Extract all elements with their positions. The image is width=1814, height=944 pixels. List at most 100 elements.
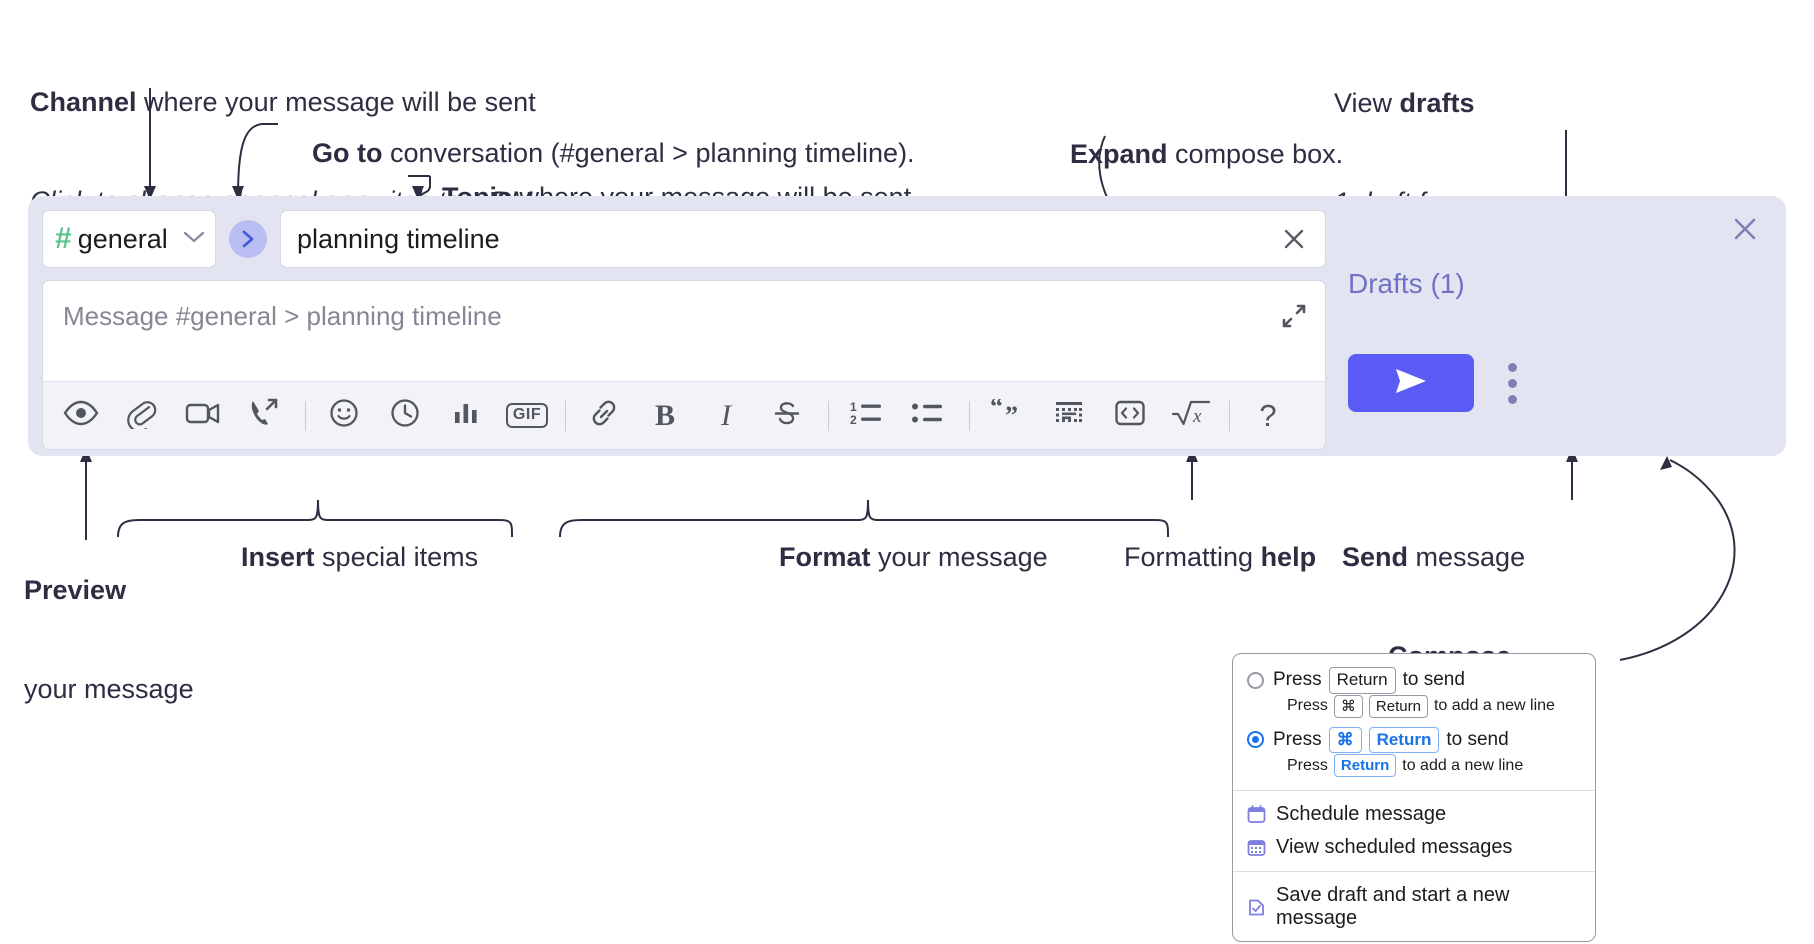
blockquote-button[interactable]: “” — [988, 392, 1028, 436]
bar-chart-icon — [452, 400, 480, 431]
annotation-expand: Expand compose box. — [1040, 105, 1343, 204]
phone-arrow-icon — [248, 397, 280, 434]
code-brackets-icon — [1114, 398, 1146, 433]
send-option-return[interactable]: Press Return to send — [1233, 664, 1595, 695]
menu-item-schedule-message[interactable]: Schedule message — [1233, 798, 1595, 831]
expand-icon[interactable] — [1279, 301, 1309, 336]
key-return: Return — [1368, 726, 1440, 754]
compose-right-column: Drafts (1) — [1326, 196, 1786, 456]
toolbar-divider — [305, 400, 306, 431]
annotation-send-rest: message — [1408, 541, 1526, 572]
annotation-expand-rest: compose box. — [1167, 138, 1344, 169]
annotation-format: Format your message — [749, 508, 1048, 607]
option1-post: to send — [1402, 669, 1465, 691]
video-clip-button[interactable] — [183, 396, 223, 436]
compose-header-row: # general planning timeline — [42, 210, 1326, 268]
video-camera-icon — [185, 400, 221, 431]
key-return: Return — [1333, 754, 1397, 778]
option1-sub-pre: Press — [1287, 697, 1328, 715]
annotation-goto-bold: Go to — [312, 137, 383, 168]
poll-button[interactable] — [446, 396, 486, 436]
option2-pre: Press — [1273, 728, 1322, 750]
annotation-insert-rest: special items — [314, 541, 479, 572]
annotation-help-pre: Formatting — [1124, 541, 1261, 572]
menu-item-label: Save draft and start a new message — [1276, 884, 1510, 930]
send-option-cmd-return[interactable]: Press ⌘ Return to send — [1233, 724, 1595, 755]
svg-text:x: x — [1192, 406, 1202, 427]
audio-clip-button[interactable] — [244, 396, 284, 436]
send-option-cmd-return-hint: Press Return to add a new line — [1233, 754, 1595, 783]
annotation-preview: Preview your message — [24, 508, 194, 772]
close-icon[interactable] — [1275, 220, 1313, 258]
radio-unselected-icon — [1247, 671, 1264, 689]
svg-text:“: “ — [990, 399, 1003, 421]
toolbar-divider — [828, 400, 829, 431]
reminder-button[interactable] — [385, 396, 425, 436]
annotation-expand-bold: Expand — [1070, 138, 1168, 169]
calendar-icon — [1247, 805, 1266, 824]
calendar-grid-icon — [1247, 838, 1266, 857]
annotation-format-bold: Format — [779, 541, 871, 572]
compose-options-menu: Press Return to send Press ⌘ Return to a… — [1232, 653, 1596, 943]
inline-code-button[interactable] — [1110, 396, 1150, 436]
italic-icon: I — [721, 398, 731, 432]
clock-icon — [390, 398, 420, 433]
bulleted-list-button[interactable] — [908, 396, 948, 436]
message-input-box[interactable]: Message #general > planning timeline — [42, 280, 1326, 450]
close-icon[interactable] — [1728, 212, 1762, 251]
compose-widget: # general planning timeline — [28, 196, 1786, 456]
annotation-goto: Go to conversation (#general > planning … — [282, 104, 915, 203]
bold-button[interactable]: B — [645, 396, 685, 436]
strikethrough-icon — [773, 398, 801, 433]
annotation-drafts-bold: drafts — [1399, 87, 1475, 118]
menu-item-view-scheduled[interactable]: View scheduled messages — [1233, 831, 1595, 864]
option1-pre: Press — [1273, 669, 1322, 691]
code-block-button[interactable] — [1049, 396, 1089, 436]
menu-divider — [1233, 871, 1595, 873]
gif-button[interactable]: GIF — [505, 396, 549, 436]
menu-item-label: View scheduled messages — [1276, 836, 1513, 859]
toolbar-divider — [969, 400, 970, 431]
paperclip-icon — [127, 397, 157, 434]
toolbar-divider — [565, 400, 566, 431]
annotation-help-bold: help — [1260, 541, 1317, 572]
math-button[interactable]: x — [1171, 396, 1211, 436]
key-command: ⌘ — [1333, 694, 1363, 718]
compose-options-button[interactable] — [1504, 359, 1521, 408]
radio-selected-icon — [1247, 731, 1264, 749]
go-to-conversation-button[interactable] — [229, 220, 267, 258]
annotation-insert-bold: Insert — [241, 541, 315, 572]
menu-divider — [1233, 790, 1595, 792]
send-button[interactable] — [1348, 354, 1474, 412]
italic-button[interactable]: I — [706, 396, 746, 436]
option1-sub-post: to add a new line — [1433, 697, 1555, 715]
topic-input[interactable]: planning timeline — [280, 210, 1326, 268]
bulleted-list-icon — [911, 399, 945, 432]
annotation-channel-bold: Channel — [30, 86, 137, 117]
attach-button[interactable] — [122, 396, 162, 436]
more-options-icon — [1508, 363, 1517, 404]
key-command: ⌘ — [1328, 726, 1362, 754]
topic-value: planning timeline — [297, 223, 500, 254]
annotation-insert: Insert special items — [211, 508, 478, 607]
annotation-help: Formatting help — [1094, 508, 1316, 607]
formatting-help-button[interactable]: ? — [1248, 396, 1288, 436]
smiley-icon — [329, 398, 359, 433]
code-block-icon — [1053, 399, 1085, 432]
channel-picker[interactable]: # general — [42, 210, 216, 268]
emoji-button[interactable] — [324, 396, 364, 436]
preview-button[interactable] — [61, 396, 101, 436]
paper-plane-icon — [1390, 364, 1432, 403]
strikethrough-button[interactable] — [767, 396, 807, 436]
send-option-cmd-return-label: Press ⌘ Return to send — [1273, 726, 1509, 754]
key-return: Return — [1328, 667, 1396, 694]
link-button[interactable] — [584, 396, 624, 436]
menu-item-save-draft[interactable]: Save draft and start a new message — [1233, 879, 1595, 935]
annotation-preview-bold: Preview — [24, 574, 127, 605]
chevron-down-icon — [183, 230, 205, 249]
drafts-link[interactable]: Drafts (1) — [1348, 268, 1465, 299]
chevron-right-icon — [240, 229, 256, 249]
